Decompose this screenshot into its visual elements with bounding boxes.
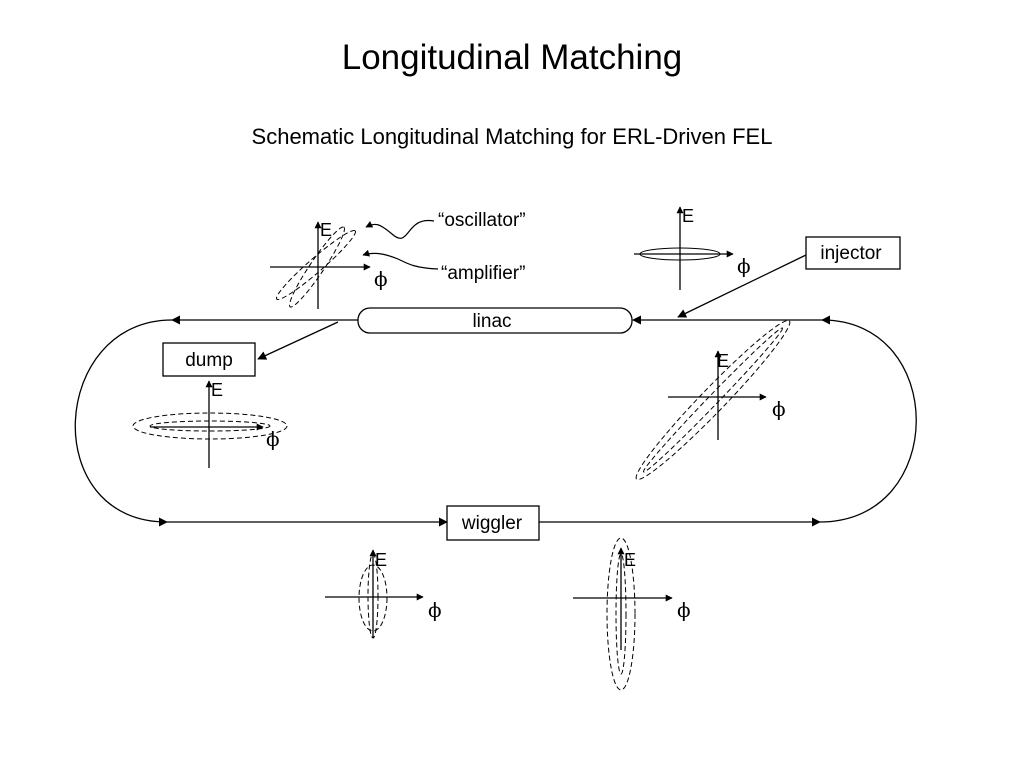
injector: injector [805, 236, 901, 270]
injector-label: injector [820, 243, 882, 264]
dump-arrow [257, 321, 339, 360]
injector-box [805, 236, 901, 270]
amplifier-label: “amplifier” [441, 263, 525, 284]
phase-space-wiggler-entrance: E ϕ [325, 549, 442, 639]
wiggler-exit-bunch-outer [606, 537, 636, 691]
oscillator-bunch-ellipse [289, 226, 345, 308]
phase-label: ϕ [737, 254, 751, 278]
phase-space-injector: E ϕ [634, 206, 751, 290]
linac-box [357, 307, 633, 334]
injector-bunch-ellipse [639, 247, 721, 261]
phase-label: ϕ [374, 267, 388, 291]
recirculation-loop [74, 254, 917, 527]
dump-label: dump [185, 350, 233, 371]
oscillator-pointer [365, 219, 435, 239]
energy-label: E [211, 380, 223, 400]
wiggler-label: wiggler [461, 513, 523, 534]
dump-bunch-outer [132, 412, 288, 440]
left-arc [74, 319, 173, 527]
phase-space-wiggler-exit: E ϕ [573, 537, 691, 691]
injector-arrow [677, 254, 807, 318]
right-arc [819, 315, 917, 523]
phase-label: ϕ [772, 397, 786, 421]
amplifier-pointer [362, 249, 439, 270]
slide-title: Longitudinal Matching [341, 38, 683, 77]
wiggler-entrance-bunch-narrow [367, 553, 379, 639]
slide-subtitle: Schematic Longitudinal Matching for ERL-… [251, 124, 773, 149]
energy-label: E [682, 206, 694, 226]
oscillator-label: “oscillator” [438, 210, 526, 231]
linac: linac [357, 307, 633, 334]
recirculated-bunch-inner [642, 327, 784, 473]
energy-label: E [624, 550, 636, 570]
energy-label: E [320, 220, 332, 240]
phase-label: ϕ [677, 598, 691, 622]
energy-label: E [717, 351, 729, 371]
wiggler: wiggler [446, 505, 540, 541]
dump: dump [162, 342, 256, 377]
dump-bunch-inner [149, 420, 271, 432]
phase-label: ϕ [266, 427, 280, 451]
energy-label: E [375, 550, 387, 570]
phase-label: ϕ [428, 598, 442, 622]
phase-space-linac-exit: E ϕ “oscillator” “amplifier” [270, 210, 526, 309]
phase-space-dump: E ϕ [132, 380, 288, 468]
linac-label: linac [472, 311, 511, 332]
wiggler-box [446, 505, 540, 541]
wiggler-entrance-bunch-wide [358, 564, 388, 632]
wiggler-exit-bunch-inner [615, 553, 627, 675]
amplifier-bunch-ellipse [275, 229, 357, 301]
dump-box [162, 342, 256, 377]
phase-space-recirculated: E ϕ [635, 319, 791, 481]
recirculated-bunch-outer [635, 319, 791, 481]
